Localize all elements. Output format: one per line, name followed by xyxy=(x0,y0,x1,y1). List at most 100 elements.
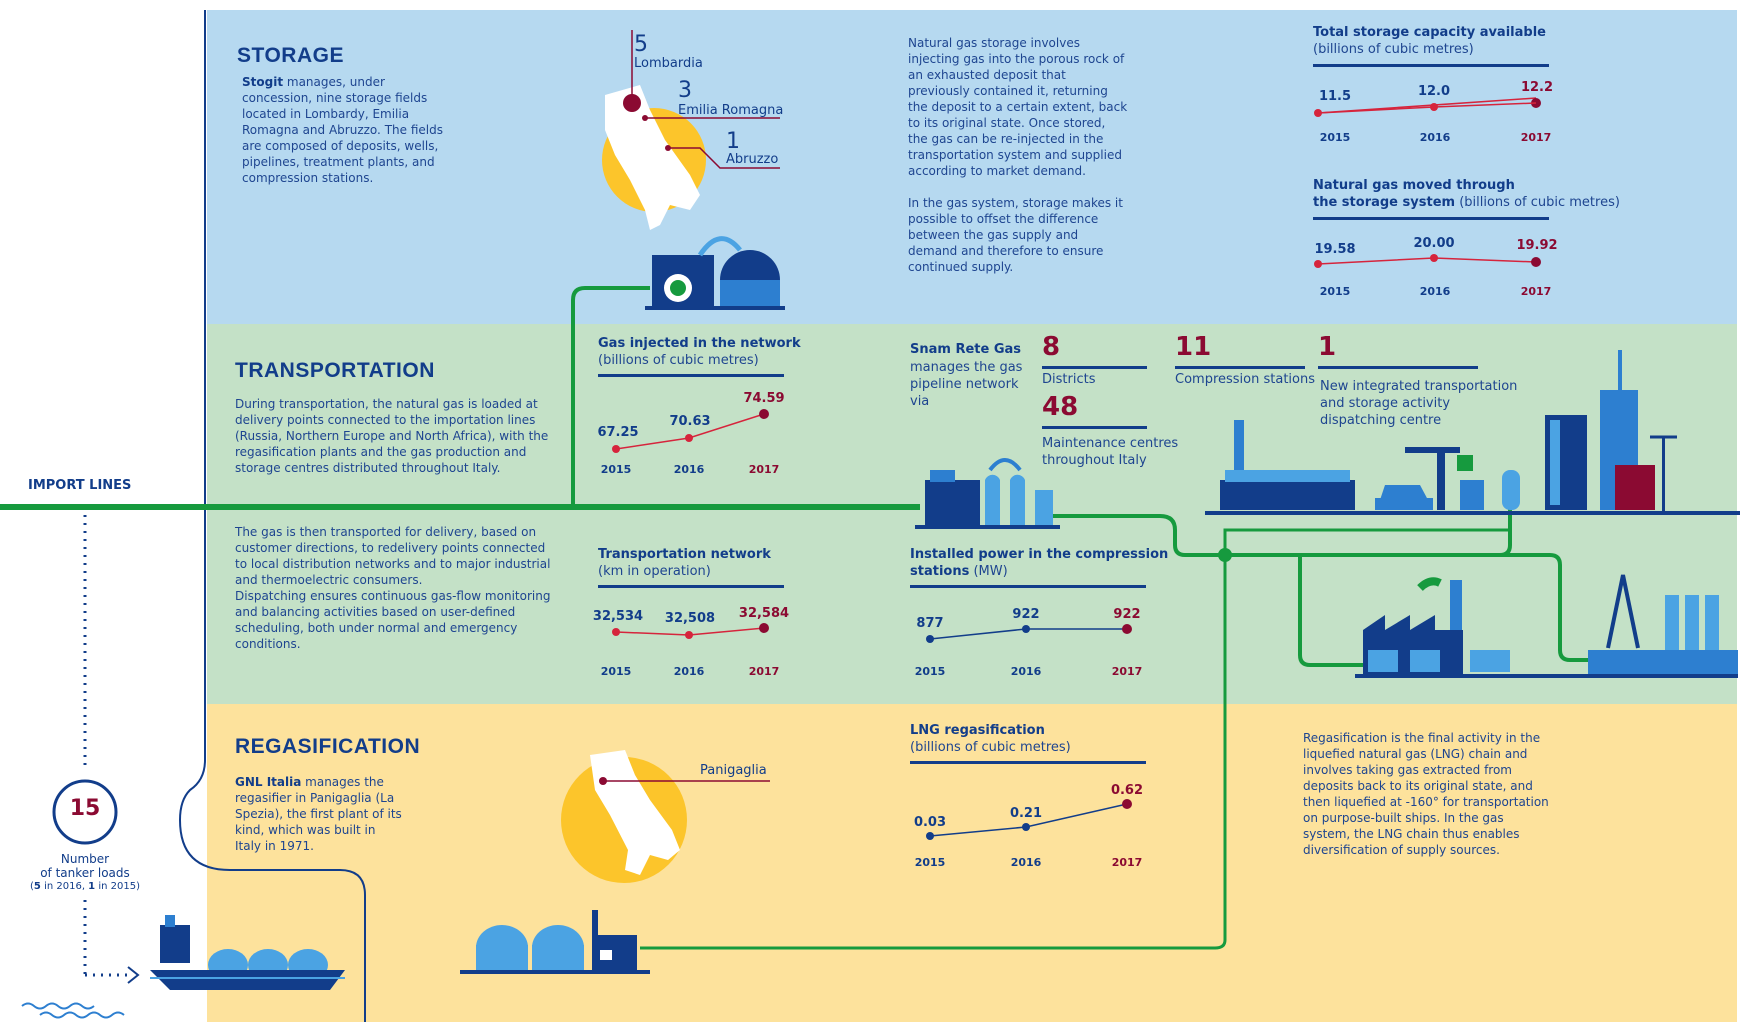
year-label: 2016 xyxy=(1419,131,1451,144)
data-point xyxy=(1122,799,1132,809)
divider xyxy=(910,761,1146,764)
storage-section xyxy=(207,10,1737,324)
data-point xyxy=(759,409,769,419)
lng-regasification-chart xyxy=(926,799,1132,840)
data-point xyxy=(1022,625,1030,633)
divider xyxy=(1313,217,1549,220)
year-label: 2016 xyxy=(1419,285,1451,298)
chart-value: 67.25 xyxy=(597,425,639,440)
data-point xyxy=(1531,257,1541,267)
data-point xyxy=(926,832,934,840)
region-name: Abruzzo xyxy=(726,152,779,167)
lng-ship-icon xyxy=(150,915,345,990)
chart-value: 32,508 xyxy=(664,611,716,626)
data-point xyxy=(685,434,693,442)
year-label: 2015 xyxy=(914,856,946,869)
year-label: 2015 xyxy=(1319,285,1351,298)
location-label: Panigaglia xyxy=(700,763,767,778)
chart-value: 74.59 xyxy=(743,391,785,406)
storage-description: Stogit manages, under concession, nine s… xyxy=(242,75,443,185)
year-label: 2016 xyxy=(1010,856,1042,869)
snam-company: Snam Rete Gas xyxy=(910,342,1022,357)
storage-title: STORAGE xyxy=(237,44,344,67)
data-point xyxy=(612,445,620,453)
divider xyxy=(1042,366,1147,369)
year-label: 2015 xyxy=(600,463,632,476)
year-label: 2015 xyxy=(914,665,946,678)
chart-value: 19.92 xyxy=(1516,238,1558,253)
chart-value: 12.0 xyxy=(1417,84,1451,99)
chart-value: 0.21 xyxy=(1009,806,1043,821)
chart-value: 922 xyxy=(1012,607,1040,622)
year-label: 2016 xyxy=(1010,665,1042,678)
year-label: 2015 xyxy=(1319,131,1351,144)
divider xyxy=(1313,64,1549,67)
fact-label: Districts xyxy=(1042,372,1096,387)
injected-title: Gas injected in the network(billions of … xyxy=(598,336,801,368)
compression-station-icon xyxy=(915,458,1060,529)
data-point xyxy=(1314,260,1322,268)
storage-plant-icon xyxy=(645,236,785,310)
year-label: 2015 xyxy=(600,665,632,678)
gas-injected-chart xyxy=(612,409,769,453)
compression-power-chart xyxy=(926,624,1132,643)
data-point xyxy=(1022,823,1030,831)
transportation-title: TRANSPORTATION xyxy=(235,359,435,382)
chart-value: 922 xyxy=(1113,607,1141,622)
capacity-title: Total storage capacity available(billion… xyxy=(1313,25,1546,57)
region-name: Lombardia xyxy=(634,56,703,71)
chart-value: 70.63 xyxy=(669,414,711,429)
regasification-description: GNL Italia manages the regasifier in Pan… xyxy=(235,775,402,853)
transportation-network-chart xyxy=(612,623,769,639)
divider xyxy=(1042,426,1147,429)
year-label: 2017 xyxy=(1520,285,1552,298)
italy-map-storage xyxy=(602,30,780,230)
fact-number: 48 xyxy=(1042,392,1079,422)
industrial-skyline-icon xyxy=(1205,350,1740,515)
fact-number: 11 xyxy=(1175,332,1212,362)
divider xyxy=(1175,366,1305,369)
chart-value: 877 xyxy=(916,616,944,631)
region-count: 1 xyxy=(726,129,740,154)
transportation-description-2: The gas is then transported for delivery… xyxy=(235,525,551,651)
chart-value: 12.2 xyxy=(1520,80,1554,95)
fact-label: New integrated transportation and storag… xyxy=(1320,379,1518,428)
data-point xyxy=(1430,254,1438,262)
region-name: Emilia Romagna xyxy=(678,103,784,118)
data-point xyxy=(926,635,934,643)
lng-title: LNG regasification(billions of cubic met… xyxy=(910,723,1071,755)
regasification-explanation: Regasification is the final activity in … xyxy=(1303,731,1549,857)
chart-value: 19.58 xyxy=(1314,242,1356,257)
chart-value: 11.5 xyxy=(1318,89,1352,104)
italy-map-regasification xyxy=(561,750,770,883)
chart-value: 32,584 xyxy=(738,606,790,621)
year-label: 2016 xyxy=(673,463,705,476)
region-count: 5 xyxy=(634,32,648,57)
region-count: 3 xyxy=(678,78,692,103)
fact-number: 1 xyxy=(1318,332,1337,362)
regasification-terminal-icon xyxy=(460,910,650,974)
year-label: 2017 xyxy=(1111,665,1143,678)
storage-explanation: Natural gas storage involves injecting g… xyxy=(908,36,1128,274)
divider xyxy=(1318,366,1478,369)
snam-description: manages the gas pipeline network via xyxy=(910,360,1023,409)
regasification-title: REGASIFICATION xyxy=(235,735,421,758)
fact-number: 8 xyxy=(1042,332,1061,362)
year-label: 2016 xyxy=(673,665,705,678)
factories-icon xyxy=(1355,574,1738,678)
chart-value: 0.62 xyxy=(1110,783,1144,798)
import-lines-label: IMPORT LINES xyxy=(28,478,132,493)
storage-capacity-chart xyxy=(1314,97,1541,117)
divider xyxy=(598,374,784,377)
year-label: 2017 xyxy=(1111,856,1143,869)
regasification-section xyxy=(207,704,1737,1022)
tanker-label: Number of tanker loads (5 in 2016, 1 in … xyxy=(30,852,140,892)
fact-label: Maintenance centres throughout Italy xyxy=(1042,436,1179,468)
divider xyxy=(910,585,1146,588)
network-title: Transportation network(km in operation) xyxy=(598,547,771,579)
tanker-count: 15 xyxy=(69,796,101,821)
fact-label: Compression stations xyxy=(1175,372,1315,387)
